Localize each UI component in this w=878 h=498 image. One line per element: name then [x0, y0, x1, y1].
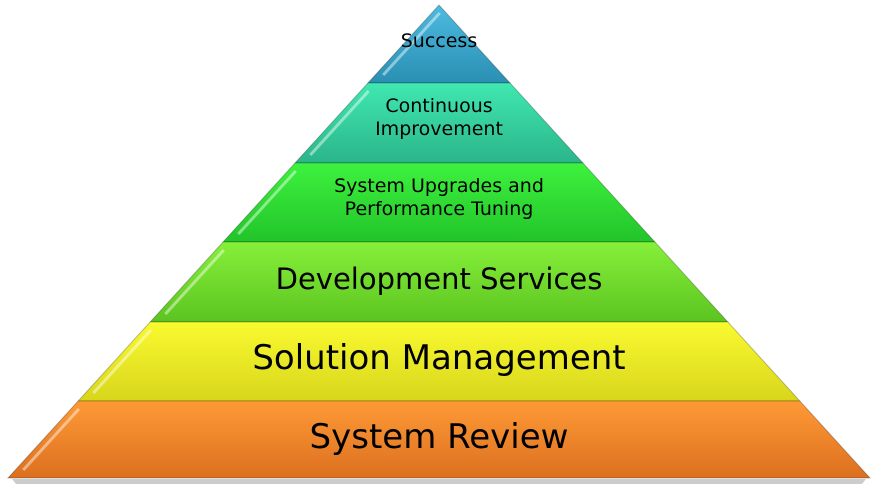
layer-bevel-highlight: [22, 407, 80, 472]
layer-bevel-highlight: [382, 11, 441, 77]
layer-label-continuous-improvement: Continuous Improvement: [0, 95, 878, 141]
layer-bevel-highlight: [164, 248, 225, 316]
label-line: Improvement: [375, 117, 503, 140]
layer-bevel-highlight: [92, 328, 152, 395]
layer-label-success: Success: [400, 30, 478, 52]
layer-bevel-highlight: [237, 169, 297, 236]
pyramid-shadow: [12, 479, 866, 484]
label-line: Continuous: [385, 95, 493, 117]
layer-bevel-highlight: [309, 89, 370, 157]
layer-label-system-review: System Review: [309, 417, 569, 457]
pyramid-layer: [6, 400, 872, 479]
layer-label-solution-management: Solution Management: [252, 338, 626, 378]
layer-label-system-upgrades: System Upgrades and Performance Tuning: [0, 175, 878, 221]
label-line: Performance Tuning: [344, 197, 534, 220]
label-line: System Upgrades and: [334, 175, 544, 197]
layer-label-development-services: Development Services: [275, 262, 603, 296]
